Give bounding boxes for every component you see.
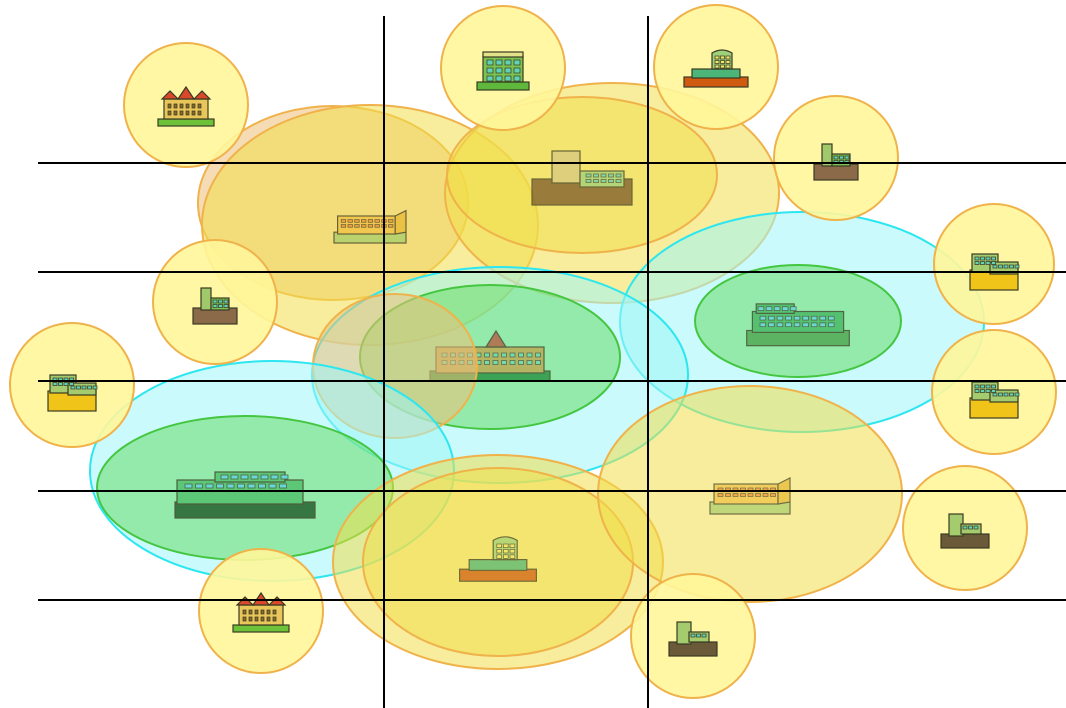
node-circle[interactable] (932, 330, 1056, 454)
node-circle[interactable] (774, 96, 898, 220)
node-circle[interactable] (441, 6, 565, 130)
node-circle[interactable] (153, 240, 277, 364)
node-circle[interactable] (903, 466, 1027, 590)
node-circle[interactable] (199, 549, 323, 673)
cluster-ellipse-school2[interactable] (598, 386, 902, 602)
glass-office-icon (477, 52, 529, 90)
school-building-icon (334, 211, 406, 243)
node-circle[interactable] (631, 574, 755, 698)
node-circle[interactable] (10, 323, 134, 447)
cluster-ellipse-curved[interactable] (363, 468, 633, 656)
node-circle[interactable] (654, 5, 778, 129)
cluster-ellipse-factory[interactable] (695, 265, 901, 377)
node-circle[interactable] (934, 204, 1054, 324)
node-circle[interactable] (124, 43, 248, 167)
